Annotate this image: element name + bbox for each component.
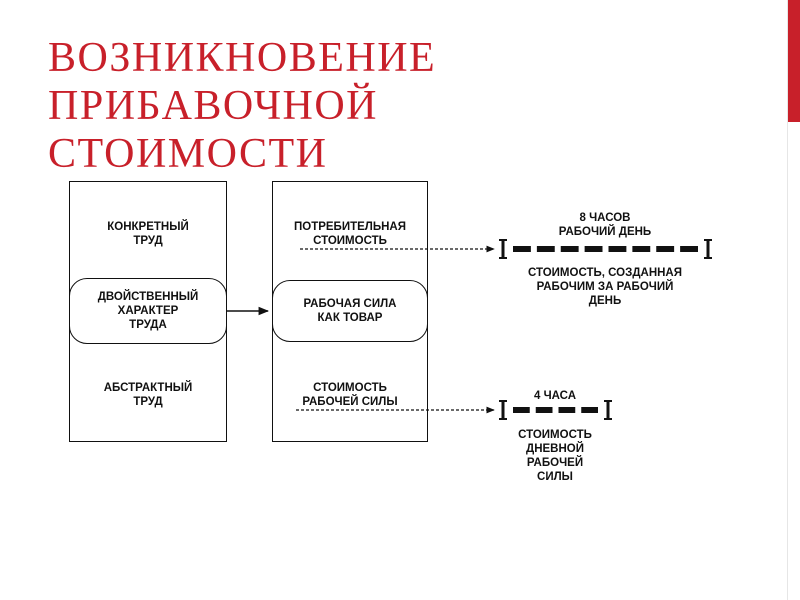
slide-title: ВОЗНИКНОВЕНИЕ ПРИБАВОЧНОЙ СТОИМОСТИ <box>48 34 768 178</box>
working-day-bar-segment <box>560 246 579 252</box>
working-day-bar-segment <box>680 246 698 252</box>
right-box-bottom-label: СТОИМОСТЬ РАБОЧЕЙ СИЛЫ <box>302 382 398 408</box>
labor-value-bottom-label: СТОИМОСТЬ ДНЕВНОЙ РАБОЧЕЙ СИЛЫ <box>518 429 592 483</box>
working-day-bar-segment <box>513 246 531 252</box>
labor-value-bar-segment <box>513 407 530 413</box>
left-box-middle-pill: ДВОЙСТВЕННЫЙ ХАРАКТЕР ТРУДА <box>69 278 227 344</box>
working-day-bar-segment <box>632 246 651 252</box>
labor-value-bar-segment <box>535 407 553 413</box>
right-box-middle-pill: РАБОЧАЯ СИЛА КАК ТОВАР <box>272 280 428 342</box>
right-box-middle-label: РАБОЧАЯ СИЛА КАК ТОВАР <box>303 298 397 324</box>
labor-value-bar-segment <box>558 407 576 413</box>
labor-value-top-label: 4 ЧАСА <box>533 390 576 402</box>
working-day-bar-segment <box>536 246 555 252</box>
right-accent-bar <box>787 0 800 600</box>
labor-value-bar-segment <box>581 407 598 413</box>
left-box-middle-label: ДВОЙСТВЕННЫЙ ХАРАКТЕР ТРУДА <box>97 291 199 331</box>
working-day-bottom-label: СТОИМОСТЬ, СОЗДАННАЯ РАБОЧИМ ЗА РАБОЧИЙ … <box>527 267 683 307</box>
right-box-top-label: ПОТРЕБИТЕЛЬНАЯ СТОИМОСТЬ <box>293 221 406 247</box>
working-day-bar-segment <box>584 246 603 252</box>
slide-title-line1: ВОЗНИКНОВЕНИЕ ПРИБАВОЧНОЙ <box>48 35 437 129</box>
working-day-bar-segment <box>656 246 675 252</box>
left-box-top-label: КОНКРЕТНЫЙ ТРУД <box>107 221 189 247</box>
left-box-bottom-label: АБСТРАКТНЫЙ ТРУД <box>103 382 193 408</box>
right-accent-bar-red <box>788 0 800 122</box>
slide-title-line2: СТОИМОСТИ <box>48 131 328 177</box>
working-day-top-label: 8 ЧАСОВ РАБОЧИЙ ДЕНЬ <box>558 212 652 238</box>
working-day-bar-segment <box>608 246 627 252</box>
